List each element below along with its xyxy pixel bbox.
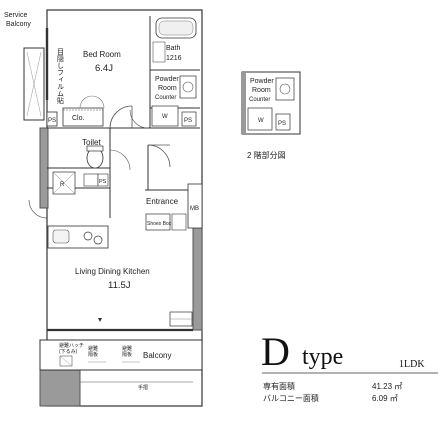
inset-powder-1: Powder <box>250 78 274 85</box>
service-balcony-label-2: Balcony <box>6 21 31 28</box>
ps-label-left: PS <box>48 118 56 124</box>
area-value: 41.23 ㎡ <box>372 382 402 391</box>
mb-label: MB <box>190 206 199 212</box>
type-block: D type 1LDK 専有面積 41.23 ㎡ バルコニー面積 6.09 ㎡ <box>261 329 438 403</box>
window-film-note: 目隠しフィルム貼 <box>57 48 65 105</box>
balcony-label: Balcony <box>143 351 171 360</box>
type-letter: D <box>261 329 290 374</box>
bedroom-door-swing <box>109 105 133 129</box>
pillar-left <box>39 127 49 209</box>
bath-label: Bath <box>166 45 181 52</box>
exterior-walls <box>39 9 203 407</box>
pillar-right <box>192 219 203 331</box>
inset-w: W <box>258 118 264 124</box>
layout-label: 1LDK <box>399 359 425 370</box>
evac-hatch-sub: (下るみ) <box>59 349 78 355</box>
closet <box>62 107 104 127</box>
meter-box <box>187 183 203 229</box>
washer-label: W <box>162 114 168 120</box>
refrigerator-space: R <box>28 171 76 219</box>
inset-powder-2: Room <box>252 87 271 94</box>
powder-label-2: Room <box>158 85 177 92</box>
toilet: Toilet PS <box>82 138 131 187</box>
bedroom-area: 6.4J <box>95 63 113 74</box>
ldk-label: Living Dining Kitchen <box>75 267 150 276</box>
balcony-area-value: 6.09 ㎡ <box>372 394 398 403</box>
ps-label-powder: PS <box>184 118 192 124</box>
balcony: Balcony 避難ハッチ (下るみ) 避難 隔板 避難 隔板 手摺 <box>39 339 203 391</box>
area-label: 専有面積 <box>263 381 295 391</box>
balcony-area-label: バルコニー面積 <box>263 393 319 403</box>
evac-hatch-label: 避難ハッチ <box>59 342 84 349</box>
shoes-box-label: Shoes Box <box>147 221 172 227</box>
handrail-label: 手摺 <box>138 384 148 391</box>
bedroom-label: Bed Room <box>83 50 121 59</box>
bath-size: 1216 <box>166 55 182 62</box>
inset-ps: PS <box>278 121 286 127</box>
entrance-label: Entrance <box>146 197 179 206</box>
kitchen <box>47 225 109 249</box>
ldk-area: 11.5J <box>108 280 131 291</box>
pillar-bottom <box>39 367 81 407</box>
bath: Bath 1216 <box>152 17 197 63</box>
inset-caption: 2 階部分図 <box>247 150 286 160</box>
counter-label: Counter <box>155 95 176 101</box>
inset-counter: Counter <box>249 97 270 103</box>
powder-room: Powder Room Counter W PS <box>129 75 197 129</box>
closet-label: Clo. <box>72 115 85 122</box>
inset-plan: Powder Room Counter W PS 2 階部分図 <box>241 71 301 160</box>
evac-partition-label-1: 避難 <box>88 345 98 352</box>
evac-partition-label-2: 避難 <box>122 345 132 352</box>
evac-partition-sub-2: 隔板 <box>122 351 132 358</box>
bedroom: Bed Room 6.4J 目隠しフィルム貼 Clo. PS <box>45 28 133 129</box>
service-balcony-label-1: Service <box>4 12 27 19</box>
entry-marker <box>98 318 102 322</box>
service-balcony: Service Balcony <box>4 12 45 121</box>
entrance: Entrance Shoes Box MB <box>145 144 203 231</box>
refrigerator-label: R <box>60 182 65 188</box>
type-word: type <box>302 344 343 370</box>
powder-label-1: Powder <box>155 76 179 83</box>
toilet-label: Toilet <box>82 138 101 147</box>
ps-label-toilet: PS <box>99 179 107 185</box>
ldk: Living Dining Kitchen 11.5J <box>47 267 193 332</box>
evac-partition-sub-1: 隔板 <box>88 351 98 358</box>
